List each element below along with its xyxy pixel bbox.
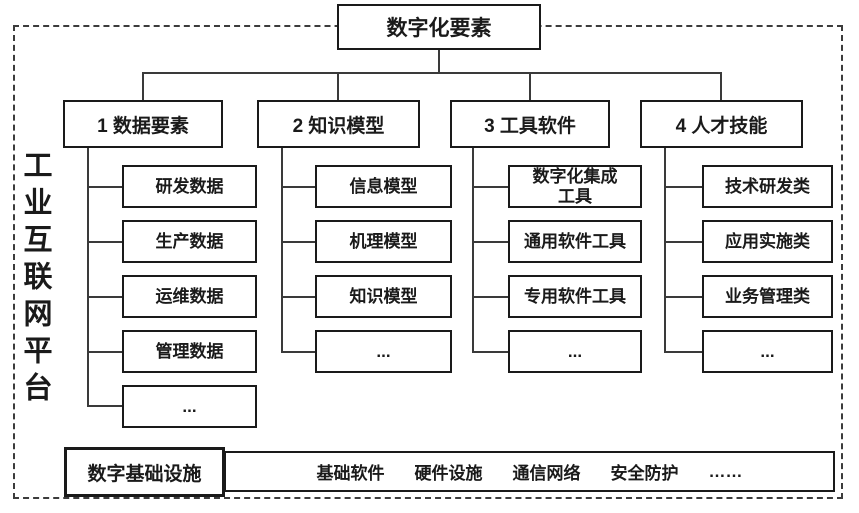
child-node: 机理模型 — [315, 220, 452, 263]
connector-branch — [87, 296, 122, 298]
child-node: 知识模型 — [315, 275, 452, 318]
connector-branch — [664, 296, 702, 298]
connector-branch — [664, 186, 702, 188]
connector-branch — [664, 241, 702, 243]
connector-stub-col4 — [720, 72, 722, 100]
child-node: ... — [508, 330, 642, 373]
connector-branch — [664, 351, 702, 353]
column-header-4: 4 人才技能 — [640, 100, 803, 148]
connector-spine-col2 — [281, 148, 283, 352]
child-node: 管理数据 — [122, 330, 257, 373]
child-node: ... — [122, 385, 257, 428]
connector-branch — [472, 351, 508, 353]
column-header-3: 3 工具软件 — [450, 100, 610, 148]
child-node: ... — [315, 330, 452, 373]
connector-spine-col3 — [472, 148, 474, 352]
infrastructure-item: 硬件设施 — [414, 464, 483, 483]
child-node: 数字化集成 工具 — [508, 165, 642, 208]
connector-branch — [87, 186, 122, 188]
child-node: 研发数据 — [122, 165, 257, 208]
connector-spine-col4 — [664, 148, 666, 352]
connector-branch — [87, 405, 122, 407]
platform-label: 工业互联网平台 — [19, 150, 51, 409]
child-node: 信息模型 — [315, 165, 452, 208]
connector-branch — [472, 241, 508, 243]
connector-branch — [472, 296, 508, 298]
child-node: 应用实施类 — [702, 220, 833, 263]
infrastructure-bar: 基础软件 硬件设施 通信网络 安全防护 …… — [224, 451, 835, 492]
connector-stub-col2 — [337, 72, 339, 100]
connector-branch — [281, 241, 315, 243]
infrastructure-item: …… — [708, 461, 743, 481]
connector-stub-col1 — [142, 72, 144, 100]
connector-branch — [281, 296, 315, 298]
infrastructure-title: 数字基础设施 — [64, 447, 225, 497]
child-node: 运维数据 — [122, 275, 257, 318]
child-node: 技术研发类 — [702, 165, 833, 208]
root-node: 数字化要素 — [337, 4, 541, 50]
infrastructure-item: 通信网络 — [512, 464, 581, 483]
child-node: 专用软件工具 — [508, 275, 642, 318]
child-node: ... — [702, 330, 833, 373]
infrastructure-item: 安全防护 — [610, 464, 679, 483]
connector-branch — [472, 186, 508, 188]
child-node: 生产数据 — [122, 220, 257, 263]
connector-branch — [87, 241, 122, 243]
connector-stub-col3 — [529, 72, 531, 100]
connector-top-horizontal — [142, 72, 722, 74]
column-header-2: 2 知识模型 — [257, 100, 420, 148]
child-node: 通用软件工具 — [508, 220, 642, 263]
connector-branch — [281, 351, 315, 353]
connector-root-stem — [438, 50, 440, 73]
connector-spine-col1 — [87, 148, 89, 407]
infrastructure-item: 基础软件 — [316, 464, 385, 483]
child-node: 业务管理类 — [702, 275, 833, 318]
column-header-1: 1 数据要素 — [63, 100, 223, 148]
connector-branch — [87, 351, 122, 353]
connector-branch — [281, 186, 315, 188]
